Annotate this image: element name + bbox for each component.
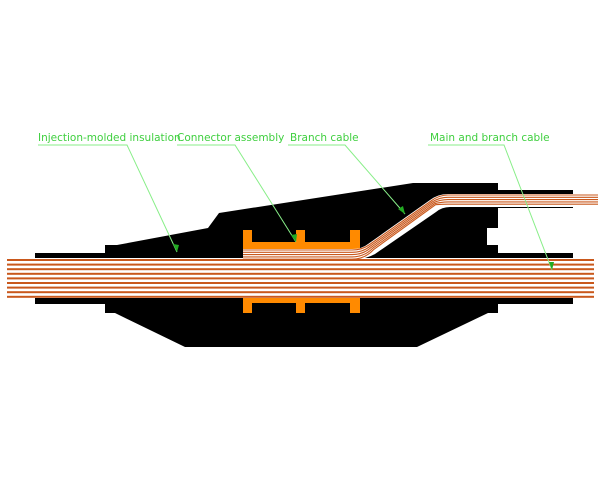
arrow-icon [549, 262, 554, 270]
leader-main [428, 144, 553, 271]
main-cable [7, 258, 594, 298]
branch-conductor-strand [243, 194, 598, 251]
label-injection-molded-insulation: Injection-molded insulation [38, 132, 181, 144]
leader-lines [38, 144, 553, 271]
branch-conductor-strand [243, 201, 598, 258]
branch-conductor-strand [243, 199, 598, 256]
main-conductor-strand [7, 286, 594, 289]
arrow-icon [291, 234, 297, 242]
main-conductor-strand [7, 272, 594, 275]
label-main-and-branch-cable: Main and branch cable [430, 132, 550, 144]
branch-conductor-strand [243, 203, 598, 260]
main-conductor-strand [7, 277, 594, 280]
arrow-icon [398, 206, 405, 214]
arrowheads [173, 206, 554, 270]
branch-cable [243, 194, 598, 260]
main-conductor-strand [7, 259, 594, 261]
label-branch-cable: Branch cable [290, 132, 359, 144]
leader-insulation [38, 144, 178, 253]
branch-conductor-strand [243, 196, 598, 253]
insulation-body-bottom [35, 296, 573, 347]
main-conductor-strand [7, 268, 594, 271]
arrow-icon [173, 244, 179, 252]
connector-assembly [243, 230, 360, 313]
leader-connector [177, 144, 297, 243]
main-conductor-strand [7, 263, 594, 266]
main-conductor-strand [7, 282, 594, 284]
main-conductor-strand [7, 295, 594, 298]
label-connector-assembly: Connector assembly [177, 132, 284, 144]
main-conductor-strand [7, 291, 594, 294]
insulation-notch [487, 228, 498, 245]
leader-branch [288, 144, 406, 215]
